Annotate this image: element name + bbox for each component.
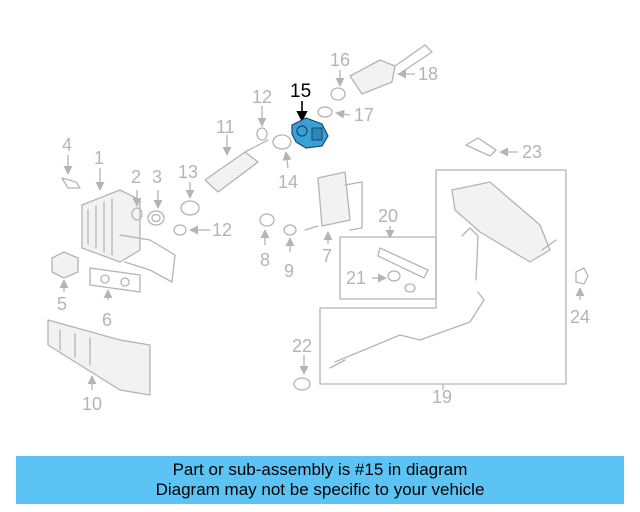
part-8-clamp [259, 213, 275, 245]
part-3-gasket [147, 190, 165, 226]
part-2-ring [131, 190, 143, 221]
part-10-cooler [47, 319, 151, 396]
callout-5: 5 [57, 294, 67, 314]
callout-3: 3 [152, 167, 162, 187]
callout-18: 18 [418, 64, 438, 84]
part-4-bracket [61, 155, 81, 189]
callout-17: 17 [354, 105, 374, 125]
callout-8: 8 [260, 250, 270, 270]
callout-11: 11 [216, 117, 235, 137]
callout-2: 2 [131, 167, 141, 187]
callout-13: 13 [178, 162, 198, 182]
callout-9: 9 [284, 261, 294, 281]
part-12-ring-lower [173, 224, 210, 236]
part-7-canister [304, 171, 363, 244]
part-20-box [339, 226, 437, 300]
part-14-clamp [272, 134, 292, 169]
part-6-gasket-plate [89, 267, 141, 300]
banner-line-1: Part or sub-assembly is #15 in diagram [172, 460, 468, 479]
callout-20: 20 [378, 206, 398, 226]
callout-4: 4 [62, 135, 72, 155]
part-16-ring [330, 70, 346, 101]
part-15-highlighted [291, 101, 329, 149]
part-18-front-pipe [349, 44, 433, 95]
callout-12-upper: 12 [252, 87, 272, 107]
callout-19: 19 [432, 387, 452, 407]
part-11-pipe [204, 135, 269, 193]
banner-line-2: Diagram may not be specific to your vehi… [155, 480, 485, 499]
callout-22: 22 [292, 336, 312, 356]
callout-15: 15 [290, 81, 311, 102]
part-19-box [319, 169, 567, 390]
part-17-gasket [317, 106, 351, 119]
callout-16: 16 [330, 50, 350, 70]
part-9-sensor [283, 224, 297, 252]
callout-1: 1 [94, 148, 104, 168]
callout-12-lower: 12 [212, 220, 232, 240]
callout-14: 14 [278, 172, 298, 192]
part-1-converter [81, 168, 176, 283]
info-banner: Part or sub-assembly is #15 in diagram D… [16, 456, 624, 504]
callout-6: 6 [102, 310, 112, 330]
callout-21: 21 [346, 268, 366, 288]
callout-7: 7 [322, 246, 332, 266]
callout-23: 23 [522, 142, 542, 162]
part-13-clamp [180, 182, 200, 216]
callout-24: 24 [570, 307, 590, 327]
part-24-mount [575, 267, 589, 300]
part-23-hanger [465, 137, 518, 157]
callout-10: 10 [82, 394, 102, 414]
part-5-mount [51, 251, 79, 292]
part-22-ring [293, 355, 311, 391]
part-12-ring-upper [256, 106, 268, 141]
